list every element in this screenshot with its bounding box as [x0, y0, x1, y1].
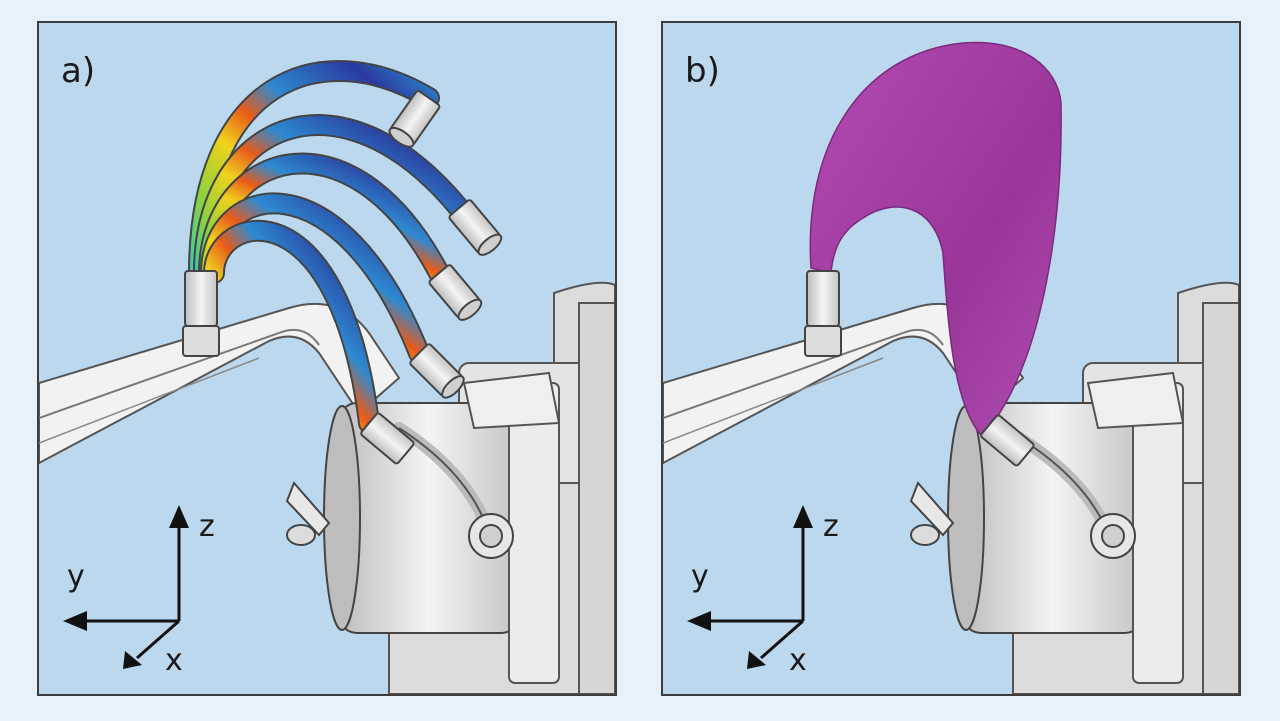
- panel-label: a): [61, 51, 96, 91]
- panel-a-illustration: [39, 59, 615, 694]
- coordinate-axes: [63, 505, 189, 669]
- axis-label-y: y: [691, 559, 709, 594]
- axis-label-y: y: [67, 559, 85, 594]
- axis-label-z: z: [823, 509, 839, 544]
- hose-end-fittings: [182, 90, 503, 465]
- control-arm: [663, 302, 1025, 465]
- bleeder-nipple: [285, 481, 331, 546]
- axis-label-x: x: [165, 643, 183, 678]
- axis-label-x: x: [789, 643, 807, 678]
- panel-b-hose-envelope: b) z y x: [661, 21, 1241, 696]
- panel-a-hose-variants: a) z y x: [37, 21, 617, 696]
- brake-caliper: [323, 281, 615, 694]
- axis-label-z: z: [199, 509, 215, 544]
- hose-motion-envelope: [809, 41, 1062, 437]
- hose-end-fittings: [804, 270, 1035, 467]
- panel-b-illustration: [663, 41, 1239, 694]
- brake-caliper: [947, 281, 1239, 694]
- hose-variants: [188, 59, 470, 434]
- panel-label: b): [685, 51, 720, 91]
- bleeder-nipple: [909, 481, 955, 546]
- coordinate-axes: [687, 505, 813, 669]
